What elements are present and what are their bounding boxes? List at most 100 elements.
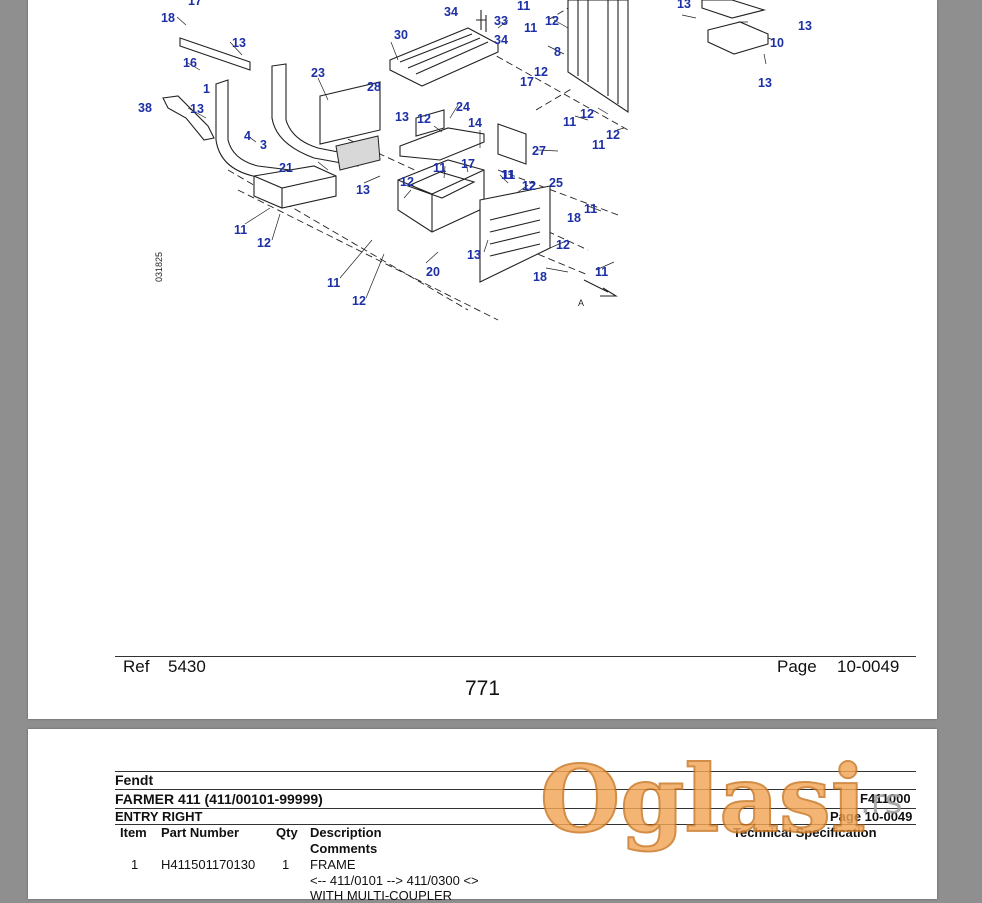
part-edge	[253, 175, 337, 208]
column-header-comments: Comments	[310, 841, 378, 856]
column-header-technical: Technical Specification	[733, 825, 877, 840]
callout-label: 17	[461, 157, 475, 171]
callout-label: 13	[798, 19, 812, 33]
callout-label: 23	[311, 66, 325, 80]
column-header-part-number: Part Number	[161, 825, 240, 840]
column-header-qty: Qty	[276, 825, 298, 840]
callout-label: 38	[138, 101, 152, 115]
section-title: ENTRY RIGHT	[115, 809, 203, 824]
callout-label: 11	[234, 223, 247, 237]
callout-label: 17	[520, 75, 534, 89]
callout-label: 10	[770, 36, 784, 50]
callout-label: 12	[257, 236, 271, 250]
callout-label: 12	[352, 294, 366, 308]
callout-label: 21	[279, 161, 293, 175]
callout-label: 8	[554, 45, 561, 59]
callout-label: 13	[232, 36, 246, 50]
part-step-arm	[162, 95, 215, 141]
callout-label: 13	[467, 248, 481, 262]
callout-label: 1	[203, 82, 210, 96]
catalog-page-diagram: 17 18 13 16 1 38 13 4 3 23 21 28 34 33 3…	[28, 0, 937, 719]
model-title: FARMER 411 (411/00101-99999)	[115, 791, 323, 807]
callout-label: 18	[567, 211, 581, 225]
callout-label: 12	[545, 14, 559, 28]
callout-label: 13	[758, 76, 772, 90]
callout-label: 12	[400, 175, 414, 189]
callout-label: 11	[592, 138, 605, 152]
callout-label: 27	[532, 144, 546, 158]
callout-label: 3	[260, 138, 267, 152]
part-edge	[397, 169, 485, 232]
callout-label: 16	[183, 56, 197, 70]
part-step-plate	[389, 27, 499, 87]
callout-label: 13	[356, 183, 370, 197]
column-header-item: Item	[120, 825, 147, 840]
callout-label: 33	[494, 14, 508, 28]
leader-lines	[176, 14, 775, 299]
ref-value: 5430	[168, 657, 206, 676]
part-mount-plate	[497, 123, 527, 165]
view-arrow	[583, 279, 609, 293]
callout-label: 12	[522, 179, 536, 193]
header-divider	[115, 808, 916, 809]
callout-label: 11	[524, 21, 537, 35]
part-bracket-rail	[179, 37, 251, 71]
callout-label: 34	[494, 33, 508, 47]
callout-label: 12	[556, 238, 570, 252]
callout-label: 11	[501, 168, 514, 182]
part-side-cover	[479, 185, 551, 283]
callout-label: 30	[394, 28, 408, 42]
exploded-parts-diagram: 17 18 13 16 1 38 13 4 3 23 21 28 34 33 3…	[138, 0, 812, 321]
section-page: Page 10-0049	[830, 809, 913, 824]
callout-label: 12	[606, 128, 620, 142]
callout-label: 11	[433, 161, 446, 175]
row-item: 1	[131, 857, 139, 872]
callout-label: 4	[244, 129, 251, 143]
part-bolts	[476, 10, 487, 32]
assembly-axis-line	[535, 87, 574, 111]
reference-divider	[115, 656, 916, 657]
callout-label: 28	[367, 80, 381, 94]
page-label: Page	[777, 657, 817, 676]
part-vent-lines	[489, 207, 541, 257]
callout-label: 34	[444, 5, 458, 19]
page-number: 771	[464, 677, 501, 700]
callout-label: 12	[534, 65, 548, 79]
callout-label: 13	[190, 102, 204, 116]
callout-label: 11	[584, 202, 597, 216]
assembly-axis-line	[237, 189, 499, 321]
row-description: FRAME	[310, 857, 356, 872]
callout-label: 12	[417, 112, 431, 126]
callout-label: 17	[188, 0, 202, 8]
callout-label: 11	[502, 168, 515, 182]
callout-label: 11	[517, 0, 530, 13]
part-step-tread	[701, 0, 767, 19]
callout-label: 25	[549, 176, 563, 190]
page-value: 10-0049	[837, 657, 900, 676]
row-comment: WITH MULTI-COUPLER	[310, 888, 453, 903]
callout-label: 11	[563, 115, 576, 129]
callout-label: 11	[595, 265, 608, 279]
row-comment: <-- 411/0101 --> 411/0300 <>	[310, 873, 479, 888]
row-qty: 1	[282, 857, 290, 872]
part-bracket-top	[399, 127, 485, 161]
part-step-box	[253, 165, 337, 209]
callout-label: 20	[426, 265, 440, 279]
part-bracket-small	[415, 109, 445, 137]
ref-label: Ref	[123, 657, 150, 676]
header-divider	[115, 771, 916, 772]
part-housing	[567, 0, 629, 114]
header-divider	[115, 789, 916, 790]
drawing-code: 031825	[154, 252, 164, 282]
part-mount-bracket	[335, 135, 381, 171]
callout-label: 13	[395, 110, 409, 124]
callout-label: 18	[533, 270, 547, 284]
callout-label: 14	[468, 116, 482, 130]
callout-label: 18	[161, 11, 175, 25]
view-arrow-head	[600, 287, 618, 297]
part-step-tread	[707, 21, 769, 55]
callout-label: 11	[327, 276, 340, 290]
assembly-axis-line	[467, 39, 629, 131]
callout-label: 12	[522, 179, 536, 193]
callout-label: 13	[677, 0, 691, 11]
